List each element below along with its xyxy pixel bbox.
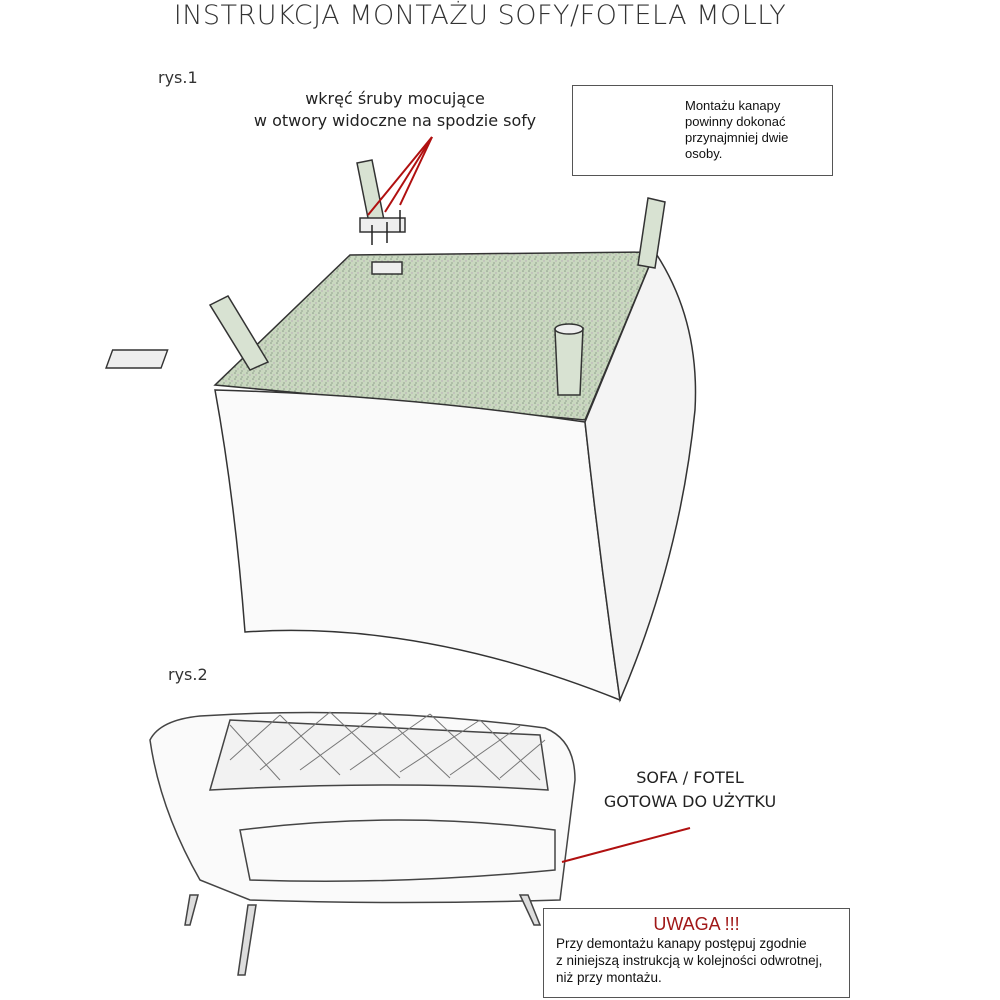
ready-line: GOTOWA DO UŻYTKU — [603, 792, 777, 811]
pointer-lines — [367, 136, 433, 216]
people-note-text: Montażu kanapy powinny dokonać przynajmn… — [685, 98, 788, 162]
note-line: przynajmniej dwie — [685, 130, 789, 145]
warning-text: Przy demontażu kanapy postępuj zgodnie z… — [556, 935, 849, 986]
instruction-line: w otwory widoczne na spodzie sofy — [253, 111, 537, 130]
instruction-line: wkręć śruby mocujące — [305, 89, 485, 108]
sofa-side-face — [584, 250, 697, 703]
assembled-sofa-drawing — [149, 711, 576, 976]
note-line: Montażu kanapy — [685, 98, 781, 113]
ready-text: SOFA / FOTEL GOTOWA DO UŻYTKU — [570, 766, 810, 814]
leg-icon — [105, 159, 666, 396]
sofa-front-face — [214, 389, 621, 702]
figure-1-label: rys.1 — [158, 68, 198, 87]
warning-line: niż przy montażu. — [556, 970, 662, 985]
warning-heading: UWAGA !!! — [653, 914, 740, 934]
page-title: INSTRUKCJA MONTAŻU SOFY/FOTELA MOLLY — [173, 0, 787, 31]
ready-pointer-line — [561, 827, 691, 863]
warning-box: UWAGA !!! Przy demontażu kanapy postępuj… — [543, 908, 850, 998]
screw-instruction: wkręć śruby mocujące w otwory widoczne n… — [230, 88, 560, 132]
people-note-box: Montażu kanapy powinny dokonać przynajmn… — [572, 85, 833, 176]
screws-icon — [371, 210, 401, 245]
upside-down-sofa-drawing — [105, 136, 697, 703]
note-line: powinny dokonać — [685, 114, 786, 129]
ready-line: SOFA / FOTEL — [636, 768, 744, 787]
warning-line: z niniejszą instrukcją w kolejności odwr… — [556, 953, 823, 968]
figure-2-label: rys.2 — [168, 665, 208, 684]
note-line: osoby. — [685, 146, 723, 161]
warning-line: Przy demontażu kanapy postępuj zgodnie — [556, 936, 807, 951]
